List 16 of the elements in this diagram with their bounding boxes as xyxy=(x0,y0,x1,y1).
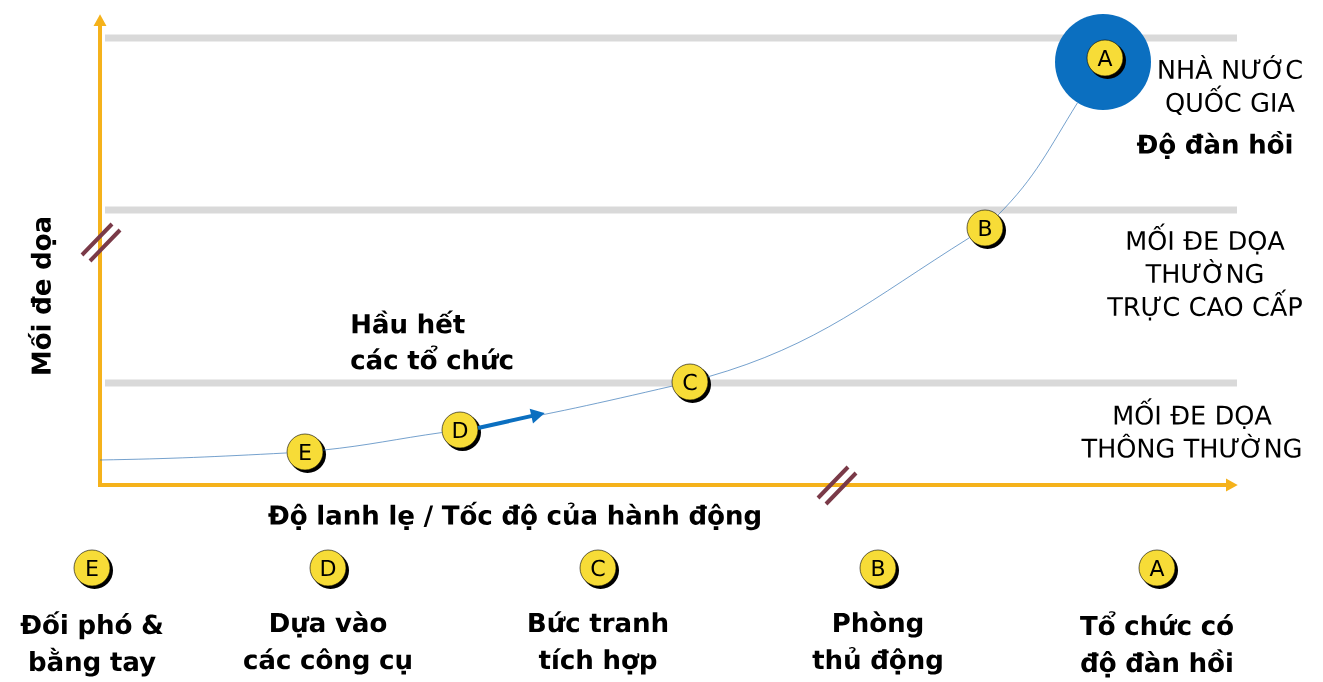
text-label: MỐI ĐE DỌA THƯỜNG TRỰC CAO CẤP xyxy=(1107,223,1302,321)
node-label: Bức tranh tích hợp xyxy=(529,611,668,675)
node-label: Tổ chức có độ đàn hồi xyxy=(1080,611,1233,678)
text-label: Độ đàn hồi xyxy=(1136,130,1292,160)
curve-line xyxy=(99,452,288,461)
text-label: Hầu hết các tổ chức xyxy=(351,310,513,370)
text-label: Độ lanh lẹ / Tốc độ của hành động xyxy=(268,501,760,531)
text-label: NHÀ NƯỚC QUỐC GIA xyxy=(1159,55,1302,115)
node-label: Phòng thủ động xyxy=(812,611,942,675)
text-label: MỐI ĐE DỌA THÔNG THƯỜNG xyxy=(1081,398,1301,458)
curve-line xyxy=(322,432,443,451)
node-label: Đối phó & bằng tay xyxy=(20,611,163,677)
curve-line xyxy=(997,102,1078,216)
text-label: Mối đe dọa xyxy=(27,217,57,374)
node-label: Dựa vào các công cụ xyxy=(244,611,411,675)
curve-line xyxy=(707,237,970,378)
